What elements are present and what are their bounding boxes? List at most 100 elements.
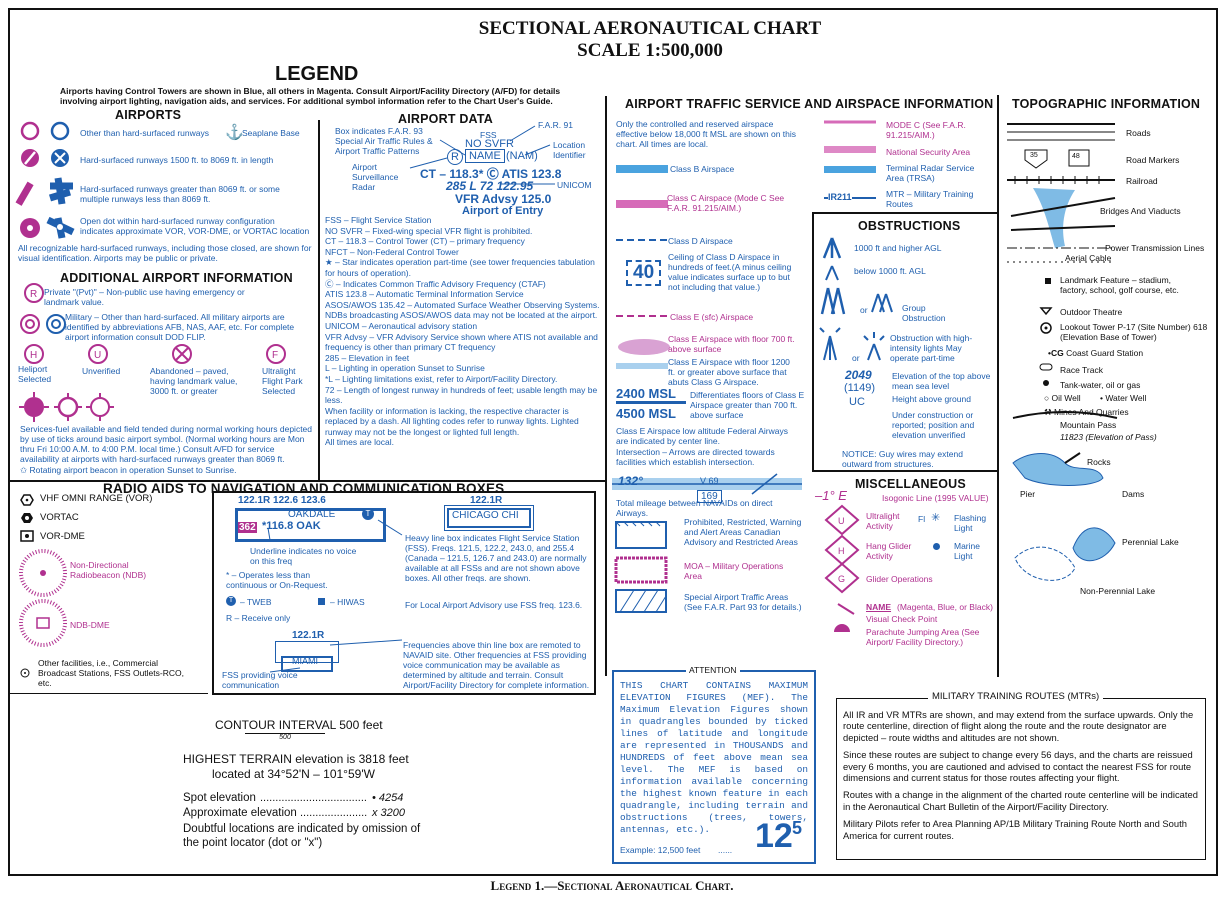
topo-perennial: Perennial Lake bbox=[1122, 537, 1179, 547]
as-special: Special Airport Traffic Areas (See F.A.R… bbox=[684, 592, 802, 612]
class-b-label: Class B Airspace bbox=[670, 164, 735, 174]
svg-text:G: G bbox=[838, 574, 845, 584]
ad-note: ATIS 123.8 – Automatic Terminal Informat… bbox=[325, 289, 524, 300]
as-class-c: Class C Airspace (Mode C See F.A.R. 91.2… bbox=[667, 193, 785, 213]
ad-location-id: Location Identifier bbox=[553, 140, 586, 160]
lookout-icon bbox=[1040, 322, 1052, 334]
class-c-swatch bbox=[616, 200, 668, 208]
divider-v2 bbox=[605, 96, 607, 676]
as-mtr: MTR – Military Training Routes bbox=[886, 189, 974, 209]
radio-vortac: VORTAC bbox=[40, 512, 79, 523]
topo-water-well: • Water Well bbox=[1100, 393, 1146, 403]
private-icon bbox=[24, 283, 44, 303]
obs-lights: Obstruction with high-intensity lights M… bbox=[890, 333, 973, 363]
divider-v1 bbox=[318, 120, 320, 482]
topo-railroad: Railroad bbox=[1126, 176, 1158, 186]
ndb-icon bbox=[19, 549, 67, 597]
ad-note: UNICOM – Aeronautical advisory station bbox=[325, 320, 478, 331]
misc-fl: Fl bbox=[918, 514, 926, 524]
heliport-icon bbox=[24, 344, 44, 364]
ad-note: CT – 118.3 – Control Tower (CT) – primar… bbox=[325, 236, 525, 247]
water-well-icon: • bbox=[1100, 393, 1106, 403]
radio-oakdale: OAKDALE bbox=[288, 509, 336, 520]
radio-miami: MIAMI bbox=[292, 656, 318, 666]
contour-interval: 500 bbox=[279, 734, 291, 741]
parachute-icon bbox=[834, 624, 850, 632]
radio-oak-freq-a: 362 bbox=[238, 522, 257, 533]
ad-entry: Airport of Entry bbox=[462, 205, 544, 217]
radio-chicago: CHICAGO CHI bbox=[452, 510, 519, 521]
class-b-swatch bbox=[616, 165, 668, 173]
lighted-low-icon bbox=[863, 332, 885, 361]
marine-light-icon bbox=[933, 543, 940, 550]
additional-heading: ADDITIONAL AIRPORT INFORMATION bbox=[60, 271, 293, 285]
as-mode-c: MODE C (See F.A.R. 91.215/AIM.) bbox=[886, 120, 966, 140]
topo-cable: Aerial Cable bbox=[1065, 253, 1112, 263]
landmark-icon bbox=[1045, 278, 1051, 284]
topo-race: Race Track bbox=[1060, 365, 1103, 375]
interstate-marker-icon bbox=[1024, 149, 1048, 169]
radio-fss-voice: FSS providing voice communication bbox=[222, 670, 298, 690]
misc-flashing: Flashing Light bbox=[954, 513, 987, 533]
svg-text:H: H bbox=[838, 546, 845, 556]
airport-data-heading: AIRPORT DATA bbox=[398, 112, 493, 126]
mileage-text: Total mileage between NAVAIDs on direct … bbox=[616, 498, 773, 518]
misc-vcp-colors: (Magenta, Blue, or Black) bbox=[897, 602, 993, 612]
divider-h4 bbox=[8, 693, 208, 694]
additional-ultralight: Ultralight Flight Park Selected bbox=[262, 366, 303, 396]
misc-hang: Hang Glider Activity bbox=[866, 541, 912, 561]
ad-ct-line: CT – 118.3* Ⓒ ATIS 123.8 bbox=[420, 167, 562, 181]
radio-local: For Local Airport Advisory use FSS freq.… bbox=[405, 600, 583, 610]
radio-tweb: – TWEB bbox=[240, 597, 272, 607]
topo-power: Power Transmission Lines bbox=[1105, 243, 1205, 253]
topo-road-markers: Road Markers bbox=[1126, 155, 1180, 165]
divider-h1 bbox=[8, 480, 606, 482]
as-intro: Only the controlled and reserved airspac… bbox=[616, 119, 797, 149]
ad-vfr: VFR Advsy 125.0 bbox=[455, 192, 552, 206]
ad-fss: FSS bbox=[480, 130, 497, 140]
ad-note: VFR Advsy – VFR Advisory Service shown w… bbox=[325, 331, 598, 353]
additional-military: Military – Other than hard-surfaced. All… bbox=[65, 312, 295, 342]
radio-hiwas: – HIWAS bbox=[330, 597, 365, 607]
misc-heading: MISCELLANEOUS bbox=[855, 477, 966, 491]
ad-radar: Airport Surveillance Radar bbox=[352, 162, 399, 192]
water-well-text: Water Well bbox=[1105, 393, 1147, 403]
as-victor: V 69 bbox=[700, 476, 719, 486]
as-msl-2400: 2400 MSL bbox=[616, 386, 686, 404]
as-class-b: Class B Airspace bbox=[670, 164, 734, 174]
ad-note: NO SVFR – Fixed-wing special VFR flight … bbox=[325, 225, 533, 236]
ad-note: ASOS/AWOS 135.42 – Automated Surface Wea… bbox=[325, 299, 600, 321]
ad-elev-line: 285 L 72 122.95 bbox=[446, 179, 534, 193]
additional-unverified: Unverified bbox=[82, 366, 121, 376]
additional-abandoned: Abandoned – paved, having landmark value… bbox=[150, 366, 238, 396]
as-nsa: National Security Area bbox=[886, 147, 971, 157]
trsa-swatch bbox=[824, 166, 876, 173]
radio-box-frame bbox=[212, 491, 596, 695]
miami-thin-box bbox=[275, 641, 339, 663]
oakdale-box bbox=[235, 508, 386, 542]
attention-big: 12 bbox=[755, 817, 793, 855]
svg-text:U: U bbox=[94, 350, 101, 361]
obstruction-low-icon bbox=[825, 265, 839, 281]
as-ceiling: Ceiling of Class D Airspace in hundreds … bbox=[668, 252, 792, 292]
ad-box-indicates: Box indicates F.A.R. 93 Special Air Traf… bbox=[335, 126, 433, 156]
airports-seaplane: Seaplane Base bbox=[242, 128, 300, 138]
radio-miami-freq: 122.1R bbox=[292, 630, 325, 641]
moa-swatch bbox=[614, 556, 668, 584]
legend-heading: LEGEND bbox=[275, 63, 359, 85]
ad-notes: FSS – Flight Service Station NO SVFR – F… bbox=[325, 215, 600, 448]
example-leader: ...... bbox=[718, 845, 733, 855]
divider-v4 bbox=[812, 212, 814, 470]
miami-box bbox=[281, 656, 333, 672]
beacon-star-icon: ✩ bbox=[20, 465, 30, 475]
topo-roads: Roads bbox=[1126, 128, 1151, 138]
topo-pass-elev: 11823 (Elevation of Pass) bbox=[1060, 432, 1157, 442]
topo-marker2: 48 bbox=[1072, 153, 1080, 160]
airspace-heading: AIRPORT TRAFFIC SERVICE AND AIRSPACE INF… bbox=[625, 97, 994, 111]
legend-intro: Airports having Control Towers are shown… bbox=[60, 86, 561, 106]
obstruction-symbols bbox=[819, 237, 893, 361]
lighted-high-icon bbox=[819, 327, 841, 361]
misc-ultralight: Ultralight Activity bbox=[866, 511, 900, 531]
approx-leader: .............................. bbox=[300, 807, 368, 819]
